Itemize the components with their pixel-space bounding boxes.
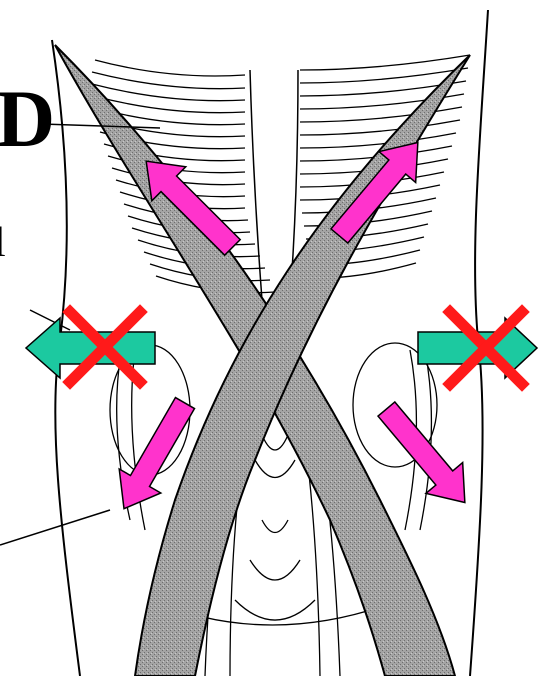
label-d: D xyxy=(0,78,55,160)
label-l: l xyxy=(0,222,6,264)
